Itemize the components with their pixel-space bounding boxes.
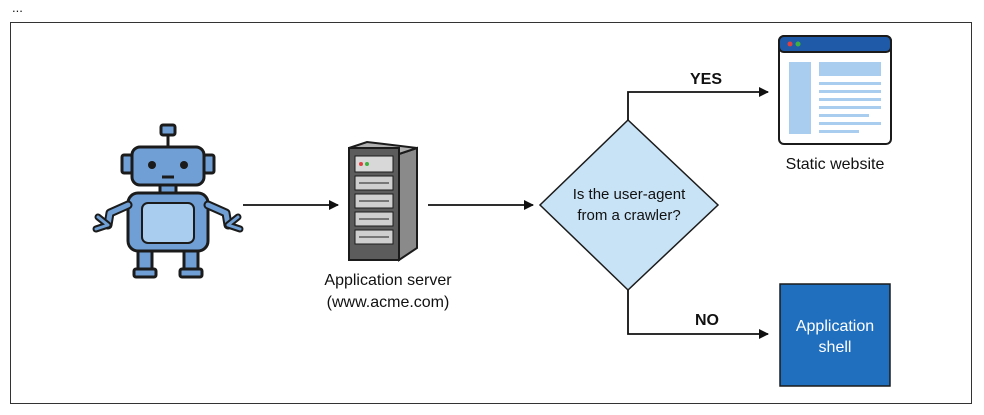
- no-label: NO: [695, 312, 719, 329]
- server-label-line1: Application server: [324, 272, 452, 289]
- decision-diamond: [538, 118, 720, 292]
- server-icon: [348, 140, 418, 262]
- decision-label-line1: Is the user-agent: [573, 186, 686, 203]
- cropped-caption-strip: ...: [0, 0, 984, 20]
- diagram-frame: [10, 22, 972, 404]
- yes-label: YES: [690, 71, 722, 88]
- robot-icon: [92, 123, 244, 279]
- browser-window-icon: [778, 35, 892, 145]
- cropped-caption-text: ...: [12, 0, 23, 15]
- server-label-line2: (www.acme.com): [327, 294, 450, 311]
- application-shell-box: [779, 283, 891, 387]
- arrow-no-branch: [627, 290, 769, 339]
- decision-label-line2: from a crawler?: [577, 207, 680, 224]
- static-website-label: Static website: [786, 156, 885, 173]
- arrow-yes-branch: [627, 87, 769, 120]
- application-shell-label-line1: Application: [796, 318, 874, 335]
- application-shell-label-line2: shell: [819, 339, 852, 356]
